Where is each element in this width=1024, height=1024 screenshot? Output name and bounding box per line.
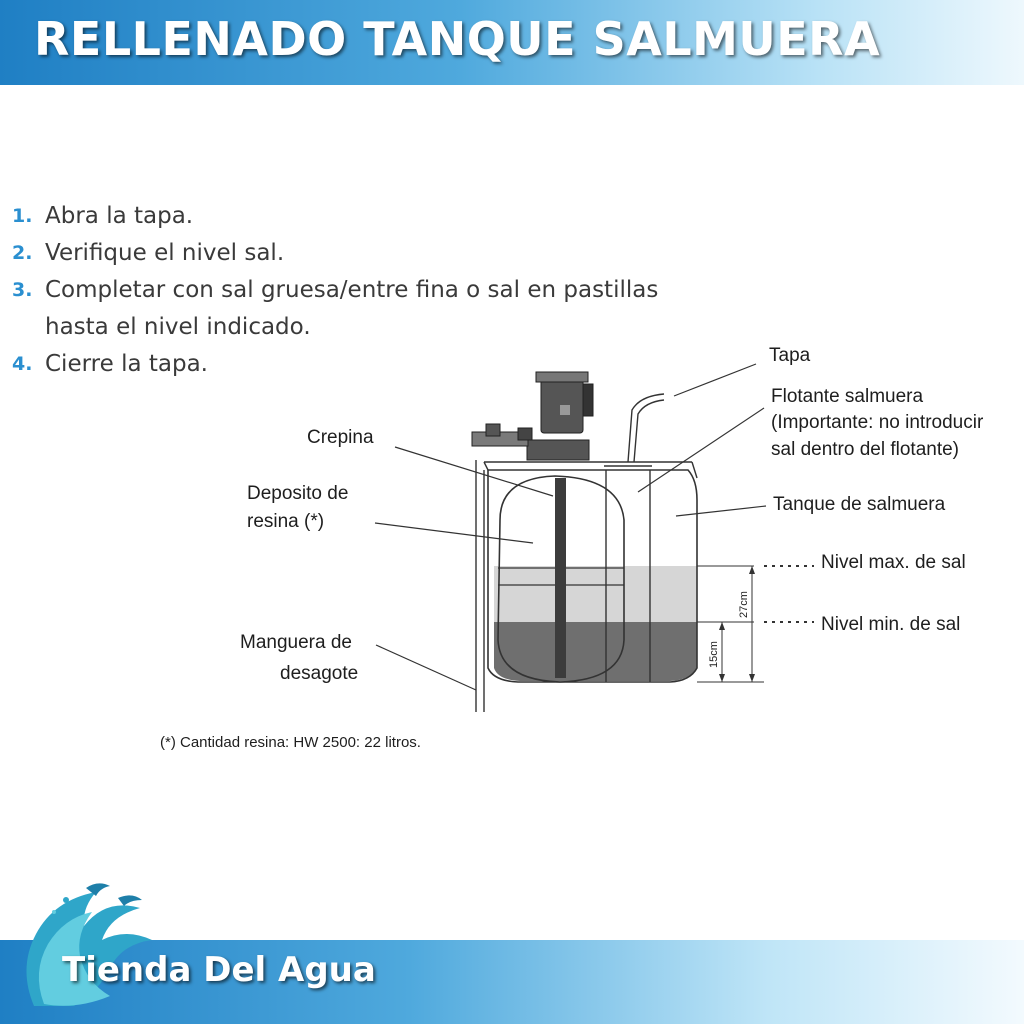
step-number: 1.: [12, 205, 33, 227]
step-number: 3.: [12, 279, 33, 301]
page-title: RELLENADO TANQUE SALMUERA: [34, 12, 881, 66]
list-item: 2. Verifique el nivel sal.: [12, 235, 672, 272]
resin-vessel: [497, 475, 625, 683]
label-manguera: Manguera de: [240, 632, 352, 653]
step-text: Completar con sal gruesa/entre fina o sa…: [45, 277, 659, 340]
step-number: 4.: [12, 353, 33, 375]
label-nivel-max: Nivel max. de sal: [821, 552, 966, 573]
list-item: 4. Cierre la tapa.: [12, 346, 672, 383]
step-text: Cierre la tapa.: [45, 351, 208, 377]
brand-name: Tienda Del Agua: [62, 950, 376, 990]
riser-tube: [555, 478, 566, 678]
label-flotante-note: (Importante: no introducir: [771, 412, 984, 433]
label-tanque: Tanque de salmuera: [773, 494, 946, 515]
label-15cm: 15cm: [708, 641, 720, 668]
footnote: (*) Cantidad resina: HW 2500: 22 litros.: [160, 734, 421, 751]
wave-logo-icon: [26, 883, 152, 1006]
step-text: Abra la tapa.: [45, 203, 194, 229]
label-manguera-2: desagote: [280, 663, 358, 684]
label-27cm: 27cm: [738, 591, 750, 618]
brine-tank: [487, 469, 698, 683]
label-nivel-min: Nivel min. de sal: [821, 614, 960, 635]
label-flotante-note-2: sal dentro del flotante): [771, 439, 959, 460]
step-number: 2.: [12, 242, 33, 264]
salt-max-zone: [494, 566, 697, 622]
label-deposito-2: resina (*): [247, 511, 324, 532]
lid-handle: [627, 393, 665, 463]
step-text: Verifique el nivel sal.: [45, 240, 285, 266]
list-item: 1. Abra la tapa.: [12, 198, 672, 235]
list-item: 3. Completar con sal gruesa/entre fina o…: [12, 272, 672, 346]
header-band: [0, 0, 1024, 85]
instruction-list: 1. Abra la tapa. 2. Verifique el nivel s…: [12, 198, 672, 383]
label-tapa: Tapa: [769, 345, 811, 366]
footer-band: [0, 940, 1024, 1024]
control-valve: [526, 439, 590, 461]
salt-min-zone: [494, 622, 697, 681]
label-deposito: Deposito de: [247, 483, 348, 504]
label-crepina: Crepina: [307, 427, 374, 448]
label-flotante: Flotante salmuera: [771, 386, 924, 407]
